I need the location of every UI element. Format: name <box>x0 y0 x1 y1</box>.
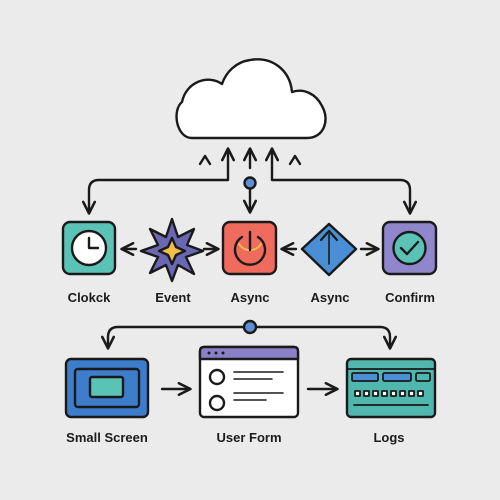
async-diamond-label: Async <box>310 290 350 305</box>
clock-icon <box>70 229 108 267</box>
power-icon <box>233 230 267 266</box>
bottom-hub-dot <box>242 319 258 335</box>
user-form-label: User Form <box>216 430 282 445</box>
event-label: Event <box>155 290 191 305</box>
logs-label: Logs <box>373 430 405 445</box>
logs-node <box>345 357 437 419</box>
top-hub-dot <box>243 176 257 190</box>
event-node <box>139 217 205 283</box>
check-circle-icon <box>392 230 427 266</box>
log-panel-icon <box>346 368 436 406</box>
async-power-label: Async <box>230 290 270 305</box>
confirm-node <box>381 220 438 276</box>
async-diamond-node <box>300 222 358 277</box>
top-branch-connectors <box>81 166 418 215</box>
clock-label: Clokck <box>67 290 111 305</box>
async-power-node <box>221 220 278 276</box>
small-screen-label: Small Screen <box>66 430 148 445</box>
cloud-icon <box>175 58 327 140</box>
user-form-node <box>198 345 300 419</box>
bottom-branch-connectors <box>100 325 398 397</box>
small-screen-node <box>64 357 150 419</box>
clock-node <box>61 220 117 276</box>
form-window-icon <box>208 368 284 412</box>
cloud-inbound-arrows <box>198 147 302 170</box>
confirm-label: Confirm <box>385 290 435 305</box>
